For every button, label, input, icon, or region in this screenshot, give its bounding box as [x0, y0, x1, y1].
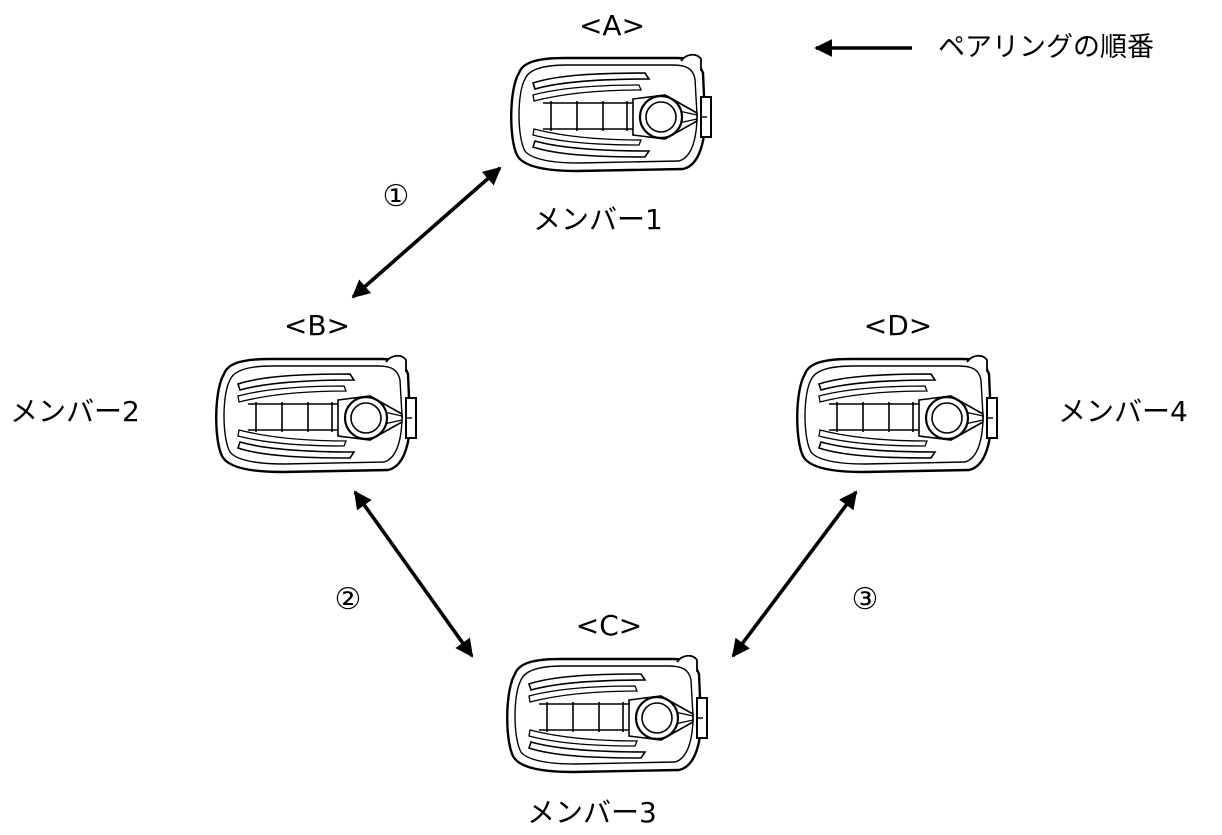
- device-c-intercom: [506, 654, 709, 774]
- device-d-intercom: [796, 354, 999, 474]
- device-c-tag: <C>: [575, 609, 643, 642]
- device-b-intercom: [215, 354, 418, 474]
- pairing-arrow-c-d: [731, 490, 858, 658]
- member-4-label: メンバー4: [1058, 395, 1188, 428]
- pairing-arrow-b-c: [353, 490, 474, 658]
- pairing-arrow-a-b: [351, 166, 502, 299]
- member-3-label: メンバー3: [527, 796, 657, 829]
- device-a-tag: <A>: [578, 9, 646, 42]
- device-a-intercom: [510, 53, 713, 173]
- device-b-tag: <B>: [283, 309, 351, 342]
- pairing-step-2-label: ②: [334, 582, 362, 617]
- pairing-step-3-label: ③: [851, 582, 879, 617]
- legend-label: ペアリングの順番: [938, 32, 1154, 63]
- member-1-label: メンバー1: [533, 203, 663, 236]
- member-2-label: メンバー2: [10, 395, 140, 428]
- pairing-step-1-label: ①: [382, 179, 410, 214]
- device-d-tag: <D>: [863, 309, 933, 342]
